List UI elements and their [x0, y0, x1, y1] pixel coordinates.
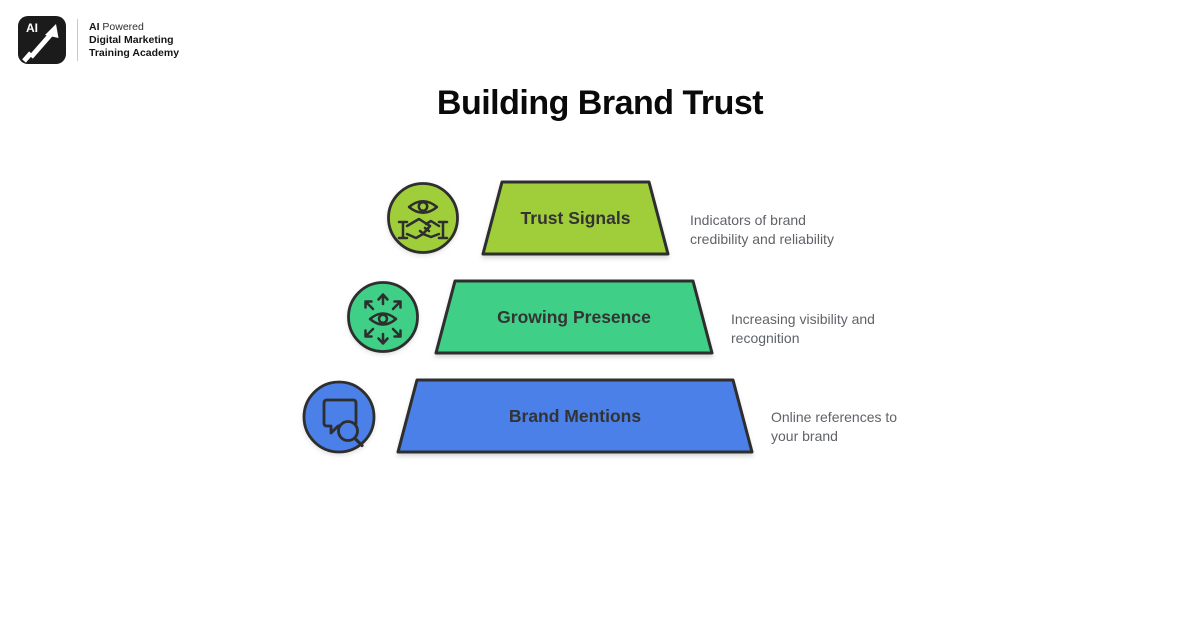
- logo-divider: [77, 19, 78, 61]
- growth-arrow-icon: AI: [22, 21, 59, 63]
- logo-powered-text: Powered: [99, 21, 144, 33]
- ai-logo-badge: AI: [18, 16, 66, 64]
- level-description-trust-signals: Indicators of brand credibility and reli…: [690, 212, 834, 247]
- logo-ai-text: AI: [89, 21, 100, 33]
- eye-handshake-icon: [387, 182, 459, 254]
- logo-line-ai-powered: AI Powered: [89, 21, 179, 34]
- brand-logo: AI AI Powered Digital Marketing Training…: [18, 16, 179, 64]
- eye-expand-icon: [347, 281, 419, 353]
- funnel-level-growing-presence: [434, 279, 714, 355]
- logo-line-training-academy: Training Academy: [89, 47, 180, 59]
- logo-wordmark: AI Powered Digital Marketing Training Ac…: [89, 20, 179, 60]
- logo-line-digital-marketing: Digital Marketing: [89, 34, 174, 46]
- page-title: Building Brand Trust: [436, 84, 764, 122]
- level-description-growing-presence: Increasing visibility and recognition: [731, 311, 875, 346]
- level-description-brand-mentions: Online references to your brand: [771, 409, 898, 444]
- funnel-level-trust-signals: [481, 180, 670, 256]
- funnel-level-brand-mentions: [396, 378, 754, 454]
- logo-badge-text: AI: [26, 21, 38, 35]
- chat-search-icon: [302, 380, 376, 454]
